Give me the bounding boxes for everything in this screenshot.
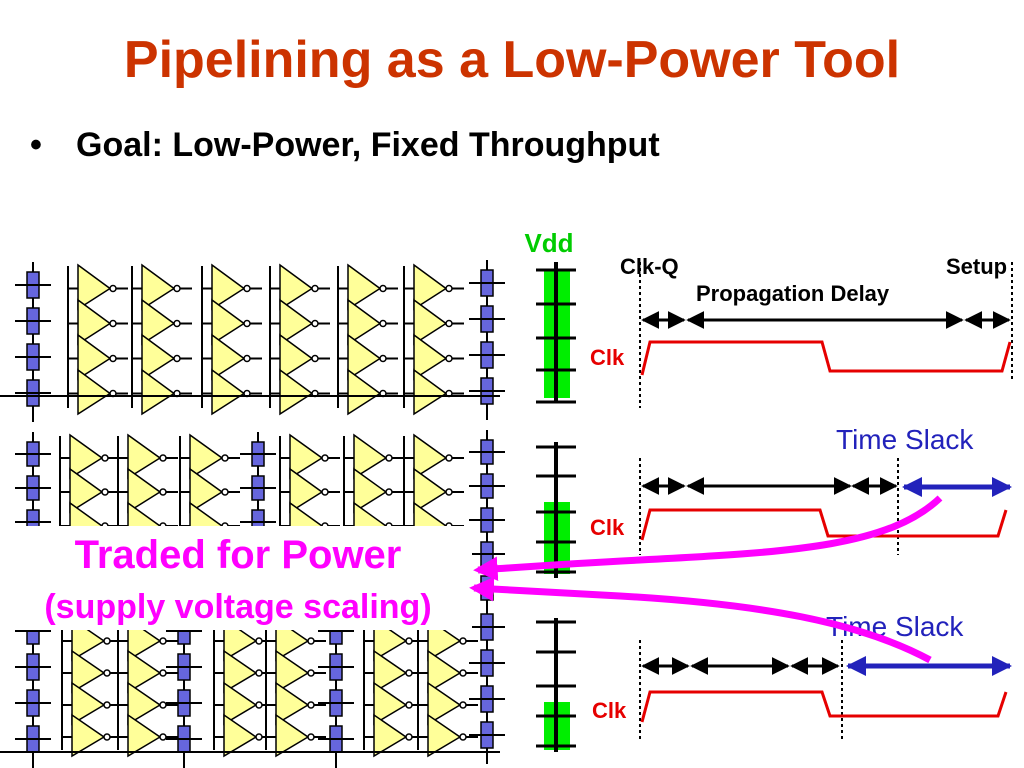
inverter-gate [413, 263, 448, 311]
inverter-gate [289, 467, 324, 514]
clock-waveform-1 [640, 340, 1012, 376]
inverter-gate [211, 263, 246, 311]
inverter-gate [347, 263, 382, 311]
clk-label-3: Clk [592, 698, 627, 723]
inverter-gate [77, 298, 112, 346]
clkq-label: Clk-Q [620, 254, 679, 279]
inverter-gate [69, 433, 104, 480]
inverter-gate [413, 368, 448, 416]
slack-to-power-arrow-1 [473, 495, 943, 582]
inverter-gate [127, 713, 162, 758]
inverter-gate [279, 368, 314, 416]
inverter-gate [189, 467, 224, 514]
inverter-gate [275, 681, 310, 726]
inverter-gate [141, 298, 176, 346]
inverter-gate [413, 433, 448, 480]
supply-rail-2 [536, 442, 576, 578]
inverter-gate [279, 263, 314, 311]
inverter-gate [427, 649, 462, 694]
inverter-gate [347, 333, 382, 381]
inverter-gate [189, 433, 224, 480]
inverter-gate [141, 368, 176, 416]
supply-rail-1 [536, 262, 576, 404]
slide-title: Pipelining as a Low-Power Tool [123, 31, 901, 89]
inverter-gate [127, 649, 162, 694]
goal-text: Goal: Low-Power, Fixed Throughput [76, 126, 660, 164]
inverter-gate [69, 467, 104, 514]
inverter-gate [211, 333, 246, 381]
timing-diagram-2: Time Slack Clk [590, 424, 1012, 555]
timing-diagram-1: Clk-Q Setup Propagation Delay Clk [590, 254, 1013, 408]
setup-label: Setup [946, 254, 1007, 279]
inverter-gate [413, 298, 448, 346]
inverter-gate [223, 649, 258, 694]
inverter-gate [427, 681, 462, 726]
inverter-gate [275, 713, 310, 758]
inverter-gate [373, 681, 408, 726]
callout-line-2: (supply voltage scaling) [44, 588, 431, 626]
inverter-gate [279, 333, 314, 381]
clk-label-2: Clk [590, 515, 625, 540]
inverter-gate [347, 368, 382, 416]
inverter-gate [71, 713, 106, 758]
callout-background [8, 526, 472, 630]
inverter-gate [413, 333, 448, 381]
callout-line-1: Traded for Power [75, 533, 402, 577]
inverter-gate [71, 681, 106, 726]
clk-label-1: Clk [590, 345, 625, 370]
inverter-gate [427, 713, 462, 758]
vdd-label: Vdd [524, 228, 573, 258]
time-slack-label-1: Time Slack [836, 424, 974, 455]
inverter-gate [373, 713, 408, 758]
inverter-gate [71, 649, 106, 694]
inverter-gate [353, 433, 388, 480]
inverter-gate [289, 433, 324, 480]
inverter-gate [141, 333, 176, 381]
inverter-gate [127, 467, 162, 514]
propagation-delay-label: Propagation Delay [696, 281, 890, 306]
inverter-gate [211, 298, 246, 346]
inverter-gate [353, 467, 388, 514]
inverter-gate [127, 433, 162, 480]
inverter-gate [77, 333, 112, 381]
bullet-icon: • [30, 126, 42, 164]
inverter-gate [77, 263, 112, 311]
inverter-gate [275, 649, 310, 694]
slack-to-power-arrow-2 [469, 576, 932, 664]
pipeline-circuits [0, 260, 505, 768]
clock-waveform-2 [640, 508, 1008, 541]
inverter-gate [141, 263, 176, 311]
inverter-gate [77, 368, 112, 416]
inverter-gate [223, 713, 258, 758]
goal-bullet: • Goal: Low-Power, Fixed Throughput [30, 123, 660, 167]
inverter-gate [373, 649, 408, 694]
clock-waveform-3 [640, 690, 1008, 723]
inverter-gate [413, 467, 448, 514]
supply-rail-3 [536, 618, 576, 752]
inverter-gate [127, 681, 162, 726]
inverter-gate [279, 298, 314, 346]
inverter-gate [347, 298, 382, 346]
inverter-gate [211, 368, 246, 416]
inverter-gate [223, 681, 258, 726]
timing-diagram-3: Time Slack Clk [592, 611, 1012, 740]
